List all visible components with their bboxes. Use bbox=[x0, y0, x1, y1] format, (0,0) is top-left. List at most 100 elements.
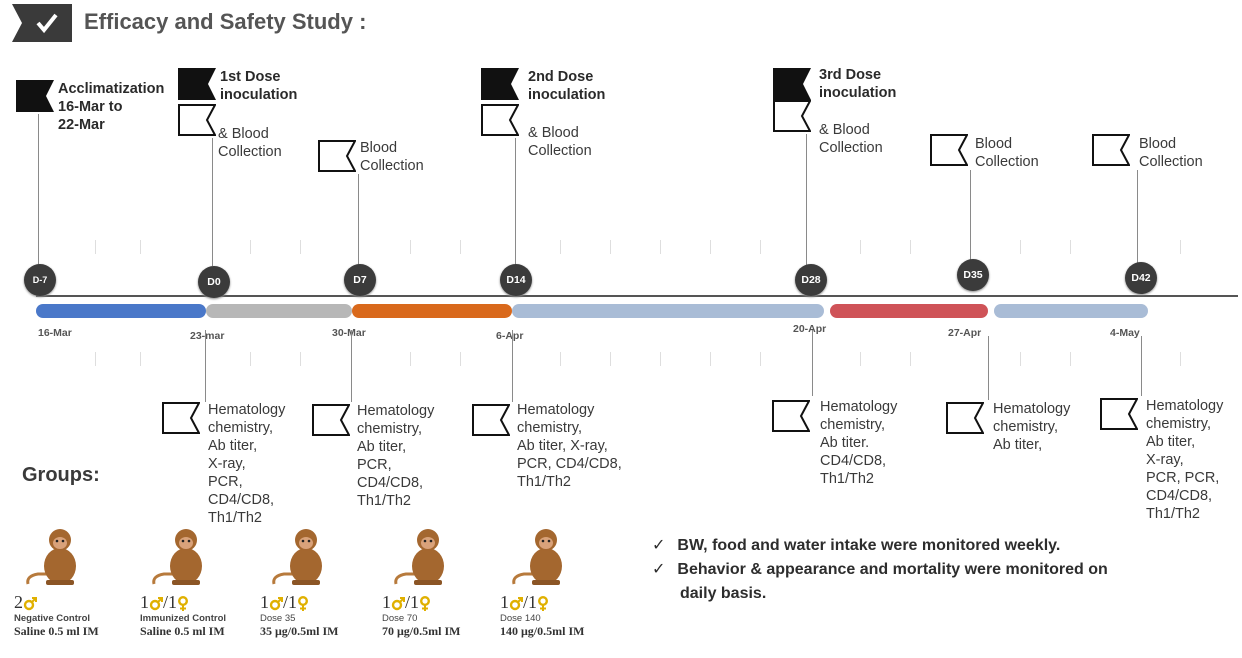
grid-tick bbox=[300, 352, 301, 366]
check-icon: ✓ bbox=[652, 537, 666, 554]
timeline-segment bbox=[206, 304, 352, 318]
page-title: Efficacy and Safety Study : bbox=[84, 9, 367, 34]
outline-flag-icon bbox=[1092, 134, 1130, 166]
monkey-icon bbox=[152, 529, 202, 585]
grid-tick bbox=[410, 352, 411, 366]
male-symbol-icon bbox=[149, 596, 163, 611]
male-symbol-icon bbox=[23, 596, 37, 611]
grid-tick bbox=[560, 352, 561, 366]
group-dose: Saline 0.5 ml IM bbox=[14, 624, 99, 638]
connector-line bbox=[512, 330, 513, 402]
female-symbol-icon bbox=[420, 595, 431, 611]
day-node: D14 bbox=[500, 264, 532, 296]
grid-tick bbox=[95, 240, 96, 254]
connector-line bbox=[351, 330, 352, 402]
timeline-segment bbox=[994, 304, 1148, 318]
connector-line bbox=[205, 330, 206, 402]
outline-flag-icon bbox=[312, 404, 350, 436]
grid-tick bbox=[610, 240, 611, 254]
day-node: D-7 bbox=[24, 264, 56, 296]
groups-heading: Groups: bbox=[22, 464, 100, 486]
day-node: D28 bbox=[795, 264, 827, 296]
female-symbol-icon bbox=[178, 595, 189, 611]
grid-tick bbox=[410, 240, 411, 254]
group-name: Negative Control bbox=[14, 613, 91, 624]
grid-tick bbox=[760, 240, 761, 254]
grid-tick bbox=[250, 240, 251, 254]
male-symbol-icon bbox=[509, 596, 523, 611]
connector-line bbox=[812, 330, 813, 396]
timeline-segment bbox=[830, 304, 988, 318]
connector-line bbox=[970, 170, 971, 266]
timeline-segment bbox=[512, 304, 824, 318]
checkmark-banner-icon bbox=[12, 4, 72, 42]
connector-line bbox=[806, 134, 807, 266]
grid-tick bbox=[660, 352, 661, 366]
group-dose: Saline 0.5 ml IM bbox=[140, 624, 225, 638]
grid-tick bbox=[610, 352, 611, 366]
group-name: Dose 140 bbox=[500, 613, 541, 624]
group-name: Dose 35 bbox=[260, 613, 296, 624]
grid-tick bbox=[140, 240, 141, 254]
grid-tick bbox=[910, 352, 911, 366]
filled-flag-icon bbox=[481, 68, 519, 100]
monkey-icon bbox=[272, 529, 322, 585]
male-symbol-icon bbox=[391, 596, 405, 611]
timeline-segment bbox=[352, 304, 512, 318]
grid-tick bbox=[1070, 352, 1071, 366]
connector-line bbox=[358, 174, 359, 266]
grid-tick bbox=[760, 352, 761, 366]
grid-tick bbox=[710, 352, 711, 366]
grid-tick bbox=[460, 240, 461, 254]
date-label: 30-Mar bbox=[332, 327, 366, 339]
female-symbol-icon bbox=[298, 595, 309, 611]
grid-tick bbox=[560, 240, 561, 254]
monkey-icon bbox=[394, 529, 444, 585]
grid-tick bbox=[710, 240, 711, 254]
group-dose: 70 μg/0.5ml IM bbox=[382, 624, 461, 638]
grid-tick bbox=[300, 240, 301, 254]
male-symbol-icon bbox=[269, 596, 283, 611]
date-label: 16-Mar bbox=[38, 327, 72, 339]
grid-tick bbox=[1020, 240, 1021, 254]
female-symbol-icon bbox=[538, 595, 549, 611]
timeline-segment bbox=[36, 304, 206, 318]
monkey-icon bbox=[26, 529, 76, 585]
connector-line bbox=[1137, 170, 1138, 266]
outline-flag-icon bbox=[772, 400, 810, 432]
grid-tick bbox=[95, 352, 96, 366]
date-label: 23-mar bbox=[190, 330, 225, 342]
grid-tick bbox=[1180, 240, 1181, 254]
connector-line bbox=[1141, 336, 1142, 396]
date-label: 20-Apr bbox=[793, 323, 827, 335]
outline-flag-icon bbox=[472, 404, 510, 436]
outline-flag-icon bbox=[162, 402, 200, 434]
day-node: D0 bbox=[198, 266, 230, 298]
group-dose: 35 μg/0.5ml IM bbox=[260, 624, 339, 638]
outline-flag-icon bbox=[946, 402, 984, 434]
grid-tick bbox=[660, 240, 661, 254]
connector-line bbox=[38, 114, 39, 266]
outline-flag-icon bbox=[318, 140, 356, 172]
group-dose: 140 μg/0.5ml IM bbox=[500, 624, 585, 638]
grid-tick bbox=[860, 352, 861, 366]
grid-tick bbox=[250, 352, 251, 366]
